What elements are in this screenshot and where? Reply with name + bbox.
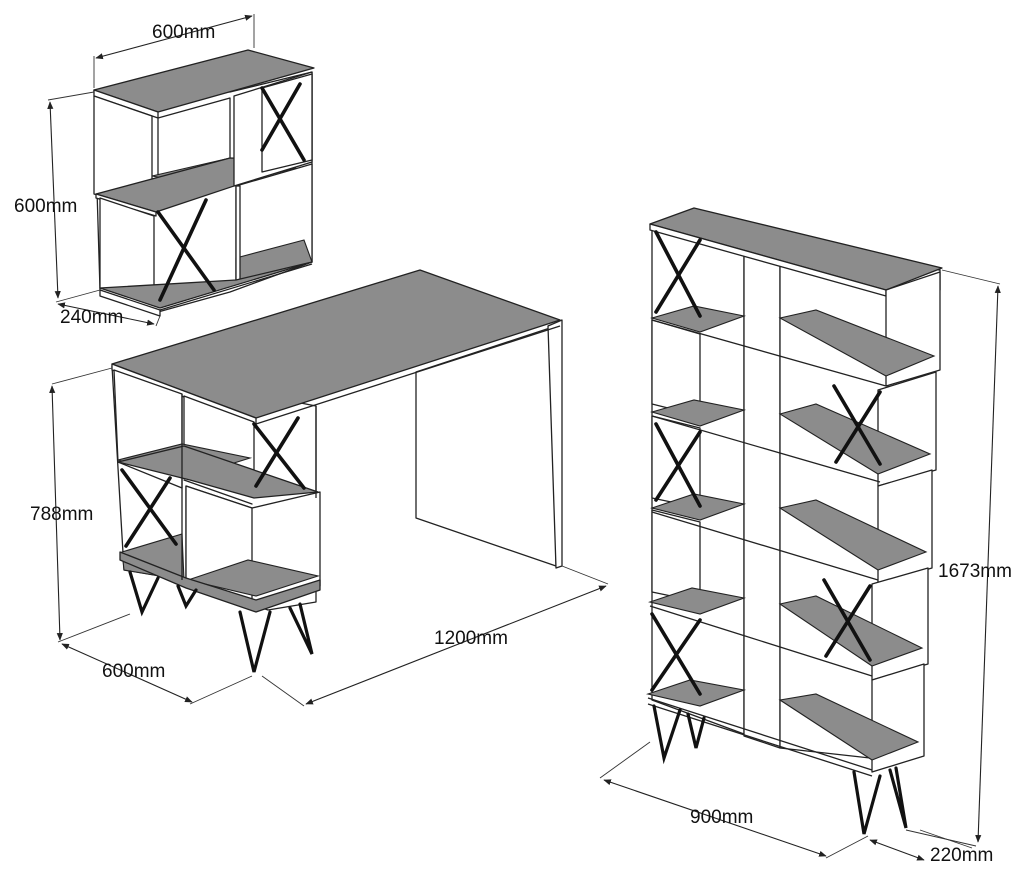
bookcase-height-label: 1673mm xyxy=(938,561,1012,582)
wall-shelf-unit xyxy=(47,14,315,327)
wall-shelf-height-label: 600mm xyxy=(14,196,77,217)
desk-height-label: 788mm xyxy=(30,504,93,525)
desk-width-label: 1200mm xyxy=(434,628,508,649)
desk-depth-label: 600mm xyxy=(102,661,165,682)
wall-shelf-width-label: 600mm xyxy=(152,22,215,43)
bookcase-unit xyxy=(599,207,1001,861)
bookcase-depth-label: 220mm xyxy=(930,845,993,866)
desk-unit xyxy=(49,269,609,707)
wall-shelf-depth-label: 240mm xyxy=(60,307,123,328)
bookcase-width-label: 900mm xyxy=(690,807,753,828)
